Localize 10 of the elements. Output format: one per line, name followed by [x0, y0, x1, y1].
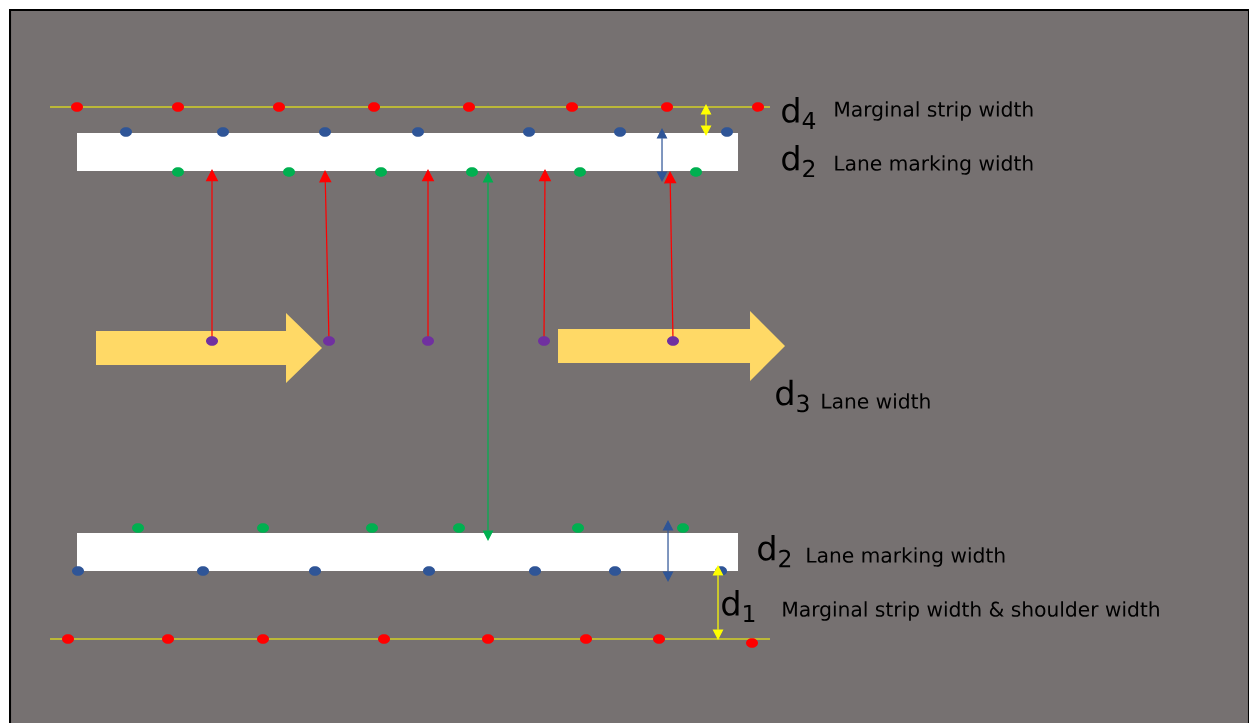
dimension-symbol: d$_{2}$ [758, 534, 791, 568]
dimension-label: Lane marking width [835, 155, 1033, 175]
dimension-label: Marginal strip width & shoulder width [783, 601, 1159, 621]
dimension-symbol: d$_{2}$ [782, 144, 815, 178]
dimension-label: Lane width [822, 393, 930, 409]
dimension-label: Lane marking width [807, 547, 1005, 567]
dimension-symbol: d$_{3}$ [776, 379, 809, 413]
dimension-symbol: d$_{1}$ [722, 590, 755, 622]
dimension-symbol: d$_{4}$ [782, 97, 816, 129]
dimension-label: Marginal strip width [835, 101, 1033, 121]
